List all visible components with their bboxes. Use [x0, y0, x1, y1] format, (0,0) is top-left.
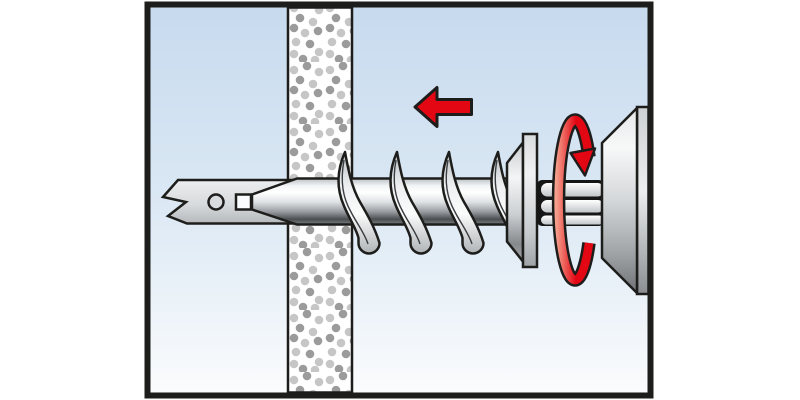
- clockwise-rotation-arrow-icon: [551, 113, 597, 287]
- setting-tool-back: [635, 105, 650, 296]
- thread-flight: [337, 150, 381, 255]
- drive-bit: [537, 180, 604, 226]
- anchor-washer-head: [521, 132, 539, 269]
- thread-flight: [441, 150, 485, 255]
- thread-flight-ridge: [445, 159, 473, 245]
- left-arrow-icon: [413, 86, 473, 128]
- setting-tool: [600, 105, 650, 296]
- thread-flight: [389, 150, 433, 255]
- blade-square-hole: [234, 193, 253, 211]
- anchor-flange-cone: [505, 138, 525, 266]
- drive-bit-flute: [541, 183, 604, 197]
- rotation-ring: [554, 115, 594, 285]
- drive-bit-flute: [541, 215, 604, 225]
- frame-border: [144, 1, 654, 399]
- blade-round-hole: [207, 193, 225, 211]
- thread-flight-ridge: [393, 159, 421, 245]
- rotation-arrowhead: [569, 147, 597, 177]
- drive-bit-flute: [541, 200, 604, 213]
- setting-tool-cone: [600, 106, 639, 295]
- thread-flight-ridge: [341, 159, 369, 245]
